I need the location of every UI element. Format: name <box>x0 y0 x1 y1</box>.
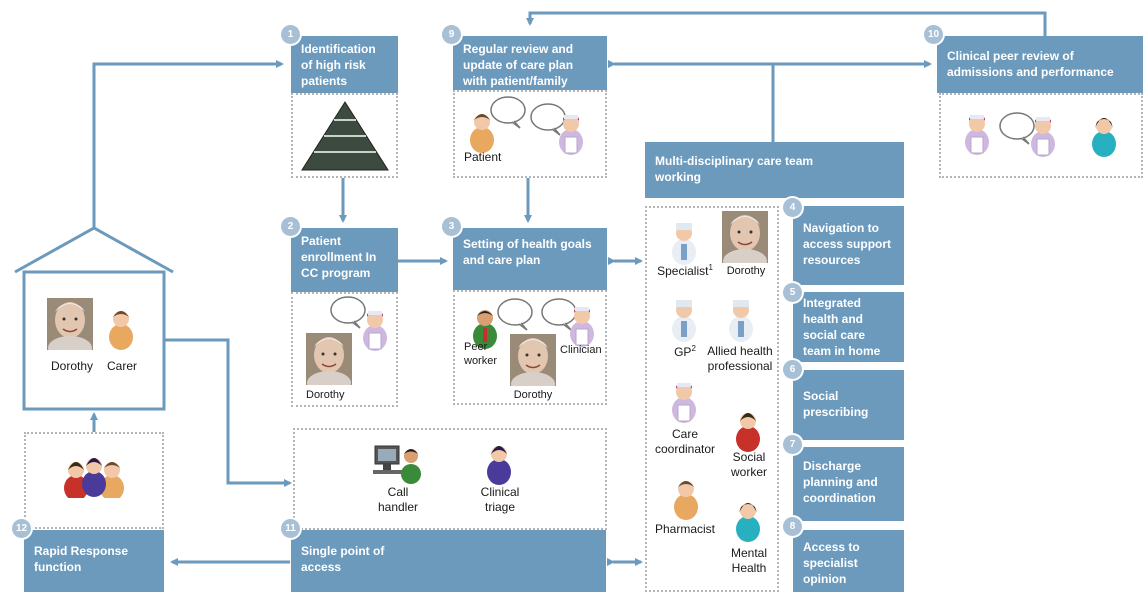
mental-health-label: Mental Health <box>730 546 768 575</box>
step-5-title: Integrated health and social care team i… <box>803 296 881 358</box>
call-handler-label: Call handler <box>377 485 419 514</box>
carer-label: Carer <box>106 359 137 373</box>
group-icon <box>64 458 124 498</box>
step-12-box: Rapid Response function <box>24 530 164 592</box>
step-8-title: Access to specialist opinion <box>803 540 860 586</box>
pharmacist-icon <box>674 481 698 520</box>
step-9-box: Regular review and update of care plan w… <box>453 36 607 90</box>
care-coordinator-label: Care coordinator <box>654 427 716 456</box>
pyramid-icon <box>301 101 389 171</box>
dorothy-label-enrollment: Dorothy <box>306 389 345 401</box>
social-worker-label: Social worker <box>730 450 767 479</box>
specialist-label: Specialist1 <box>657 263 713 279</box>
clinical-triage-label: Clinical triage <box>480 485 520 514</box>
arrow-home-to-identification <box>92 60 284 228</box>
mdt-title: Multi-disciplinary care team working <box>655 154 814 184</box>
step-11-number: 11 <box>281 519 300 538</box>
doctor-icon <box>729 300 753 342</box>
social-worker-icon <box>736 413 760 452</box>
step-6-number: 6 <box>783 360 802 379</box>
dorothy-label-careplan: Dorothy <box>513 389 553 401</box>
nurse-icon <box>362 310 388 352</box>
clinical-triage-icon <box>487 446 511 485</box>
step-12-title: Rapid Response function <box>34 544 129 574</box>
nurse-icon <box>964 114 990 156</box>
speech-bubble-icon <box>497 298 533 331</box>
step-7-number: 7 <box>783 435 802 454</box>
step-10-title: Clinical peer review of admissions and p… <box>947 49 1114 79</box>
step-3-box: Setting of health goals and care plan <box>453 228 607 290</box>
step-10-number: 10 <box>924 25 943 44</box>
doctor-icon <box>672 300 696 342</box>
step-10-box: Clinical peer review of admissions and p… <box>937 36 1143 93</box>
speech-bubble-icon <box>490 96 526 129</box>
step-2-box: Patient enrollment In CC program <box>291 228 398 292</box>
doctor-icon <box>672 223 696 265</box>
allied-label: Allied health professional <box>707 344 773 373</box>
computer-operator-icon <box>373 445 421 484</box>
arrow-10-to-9 <box>526 11 1047 36</box>
step-9-number: 9 <box>442 25 461 44</box>
elderly-woman-photo <box>510 334 556 386</box>
step-6-title: Social prescribing <box>803 389 869 419</box>
nurse-icon <box>671 382 697 424</box>
clinician-label: Clinician <box>560 344 602 356</box>
single-access-panel <box>293 428 607 530</box>
step-1-number: 1 <box>281 25 300 44</box>
dorothy-label-mdt: Dorothy <box>726 265 766 277</box>
nurse-icon <box>569 306 595 348</box>
elderly-woman-photo <box>306 333 352 385</box>
step-3-title: Setting of health goals and care plan <box>463 237 592 267</box>
mental-health-icon <box>736 503 760 542</box>
step-4-title: Navigation to access support resources <box>803 221 892 267</box>
step-4-number: 4 <box>783 198 802 217</box>
step-2-number: 2 <box>281 217 300 236</box>
step-11-title: Single point of access <box>301 544 385 574</box>
step-9-title: Regular review and update of care plan w… <box>463 42 574 88</box>
nurse-icon <box>558 114 584 156</box>
step-3-number: 3 <box>442 217 461 236</box>
step-2-title: Patient enrollment In CC program <box>301 234 377 280</box>
nurse-icon <box>1030 116 1056 158</box>
house-walls <box>22 270 166 411</box>
step-4-box: Navigation to access support resources <box>793 206 904 285</box>
carer-icon <box>109 311 133 350</box>
step-12-number: 12 <box>12 519 31 538</box>
house-roof <box>14 226 174 274</box>
dorothy-label-home: Dorothy <box>50 359 94 373</box>
step-7-box: Discharge planning and coordination <box>793 447 904 521</box>
arrow-home-to-call-handler <box>164 338 292 487</box>
step-1-title: Identification of high risk patients <box>301 42 376 88</box>
step-8-number: 8 <box>783 517 802 536</box>
peer-worker-label: Peer worker <box>464 341 498 367</box>
gp-label: GP2 <box>674 344 696 360</box>
step-6-box: Social prescribing <box>793 370 904 440</box>
step-5-box: Integrated health and social care team i… <box>793 292 904 362</box>
pharmacist-label: Pharmacist <box>654 522 716 536</box>
step-7-title: Discharge planning and coordination <box>803 459 878 505</box>
step-5-number: 5 <box>783 283 802 302</box>
elderly-woman-photo <box>47 298 93 350</box>
patient-label: Patient <box>464 150 502 164</box>
step-1-box: Identification of high risk patients <box>291 36 398 93</box>
mdt-box: Multi-disciplinary care team working <box>645 142 904 198</box>
elderly-woman-photo <box>722 211 768 263</box>
person-icon <box>1092 118 1116 157</box>
step-11-box: Single point of access <box>291 530 606 592</box>
step-8-box: Access to specialist opinion <box>793 530 904 592</box>
